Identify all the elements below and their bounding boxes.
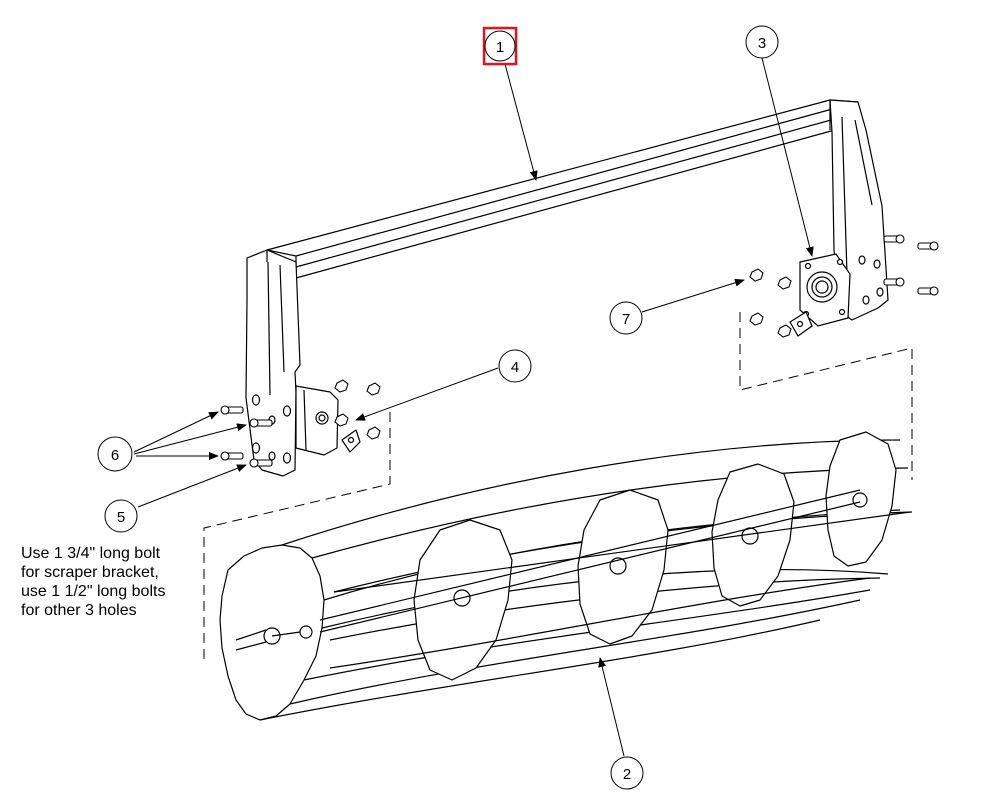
callouts: 1 3 4 6 5 7 2	[97, 25, 779, 790]
callout-2-label: 2	[623, 766, 631, 783]
callout-7: 7	[609, 301, 643, 335]
bolt-note-line-4: for other 3 holes	[21, 602, 137, 619]
callout-1-highlight	[482, 26, 518, 66]
bolt-note-line-1: Use 1 3/4" long bolt	[21, 545, 161, 562]
bolt-note-line-3: use 1 1/2" long bolts	[21, 583, 166, 600]
callout-6: 6	[97, 436, 133, 472]
callout-6-label: 6	[111, 447, 119, 464]
right-fasteners	[749, 234, 939, 338]
callout-5: 5	[104, 499, 138, 533]
callout-5-label: 5	[117, 509, 125, 526]
callout-4-label: 4	[511, 359, 519, 376]
callout-3-label: 3	[758, 35, 766, 52]
dashed-guides	[203, 312, 913, 660]
flange-bearing	[789, 253, 851, 337]
reel-assembly	[219, 431, 913, 721]
callout-1: 1	[484, 30, 516, 62]
callout-7-label: 7	[622, 311, 630, 328]
left-fasteners	[220, 379, 381, 468]
frame-assembly	[245, 99, 889, 477]
callout-4: 4	[498, 349, 532, 383]
bolt-note-line-2: for scraper bracket,	[21, 564, 159, 581]
callout-1-label: 1	[496, 39, 504, 56]
callout-3: 3	[745, 25, 779, 59]
leader-lines	[133, 57, 814, 757]
callout-2: 2	[610, 756, 644, 790]
